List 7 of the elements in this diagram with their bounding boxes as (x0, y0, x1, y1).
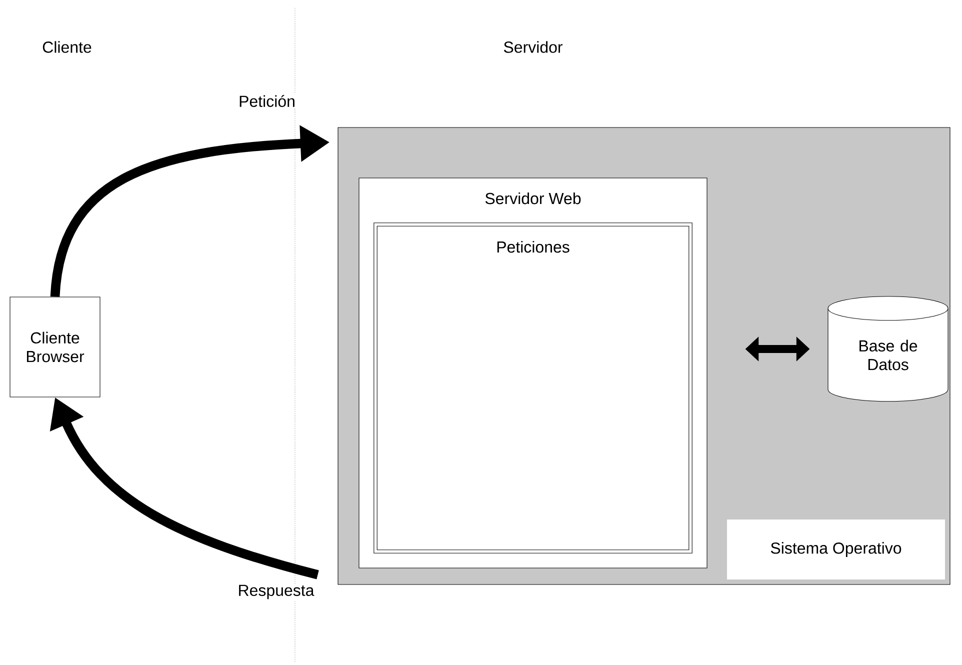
edge-label: Petición (237, 94, 297, 108)
section-label: Cliente (42, 41, 92, 53)
requests-box: Peticiones (374, 222, 692, 554)
client-box: Cliente Browser (10, 296, 100, 398)
edge-label: Respuesta (236, 584, 316, 600)
database-cylinder: Base de Datos (828, 296, 948, 402)
section-label: Servidor (504, 41, 563, 53)
